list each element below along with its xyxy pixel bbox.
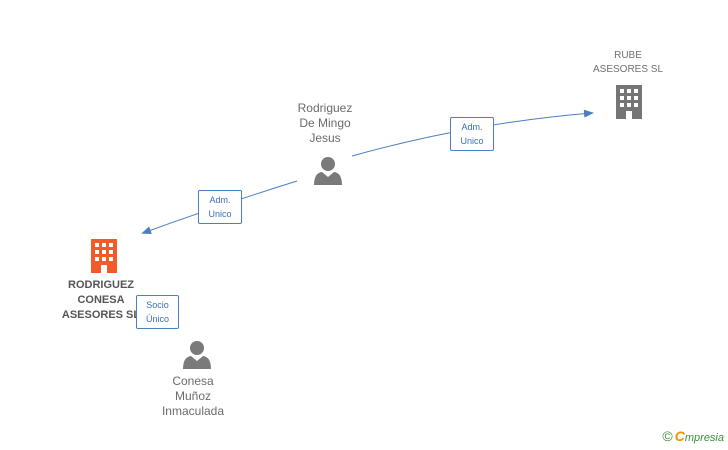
node-rube-label[interactable]: RUBE ASESORES SL [592, 50, 664, 75]
person-icon[interactable] [313, 156, 343, 186]
node-rodriguez-jesus-label[interactable]: Rodriguez De Mingo Jesus [297, 101, 353, 145]
brand-footer: ©Cmpresia [662, 428, 724, 444]
person-icon[interactable] [182, 340, 212, 370]
building-icon[interactable] [613, 85, 645, 119]
edge-label-socio-unico: Socio Único [136, 295, 179, 329]
copyright-icon: © [662, 428, 673, 444]
node-conesa-label[interactable]: Conesa Muñoz Inmaculada [161, 374, 225, 418]
brand-name: mpresia [684, 432, 724, 444]
edge-label-adm-unico: Adm. Unico [198, 190, 242, 224]
brand-logo-letter: C [674, 428, 685, 444]
building-icon[interactable] [88, 239, 120, 273]
edge-label-adm-unico: Adm. Unico [450, 117, 494, 151]
